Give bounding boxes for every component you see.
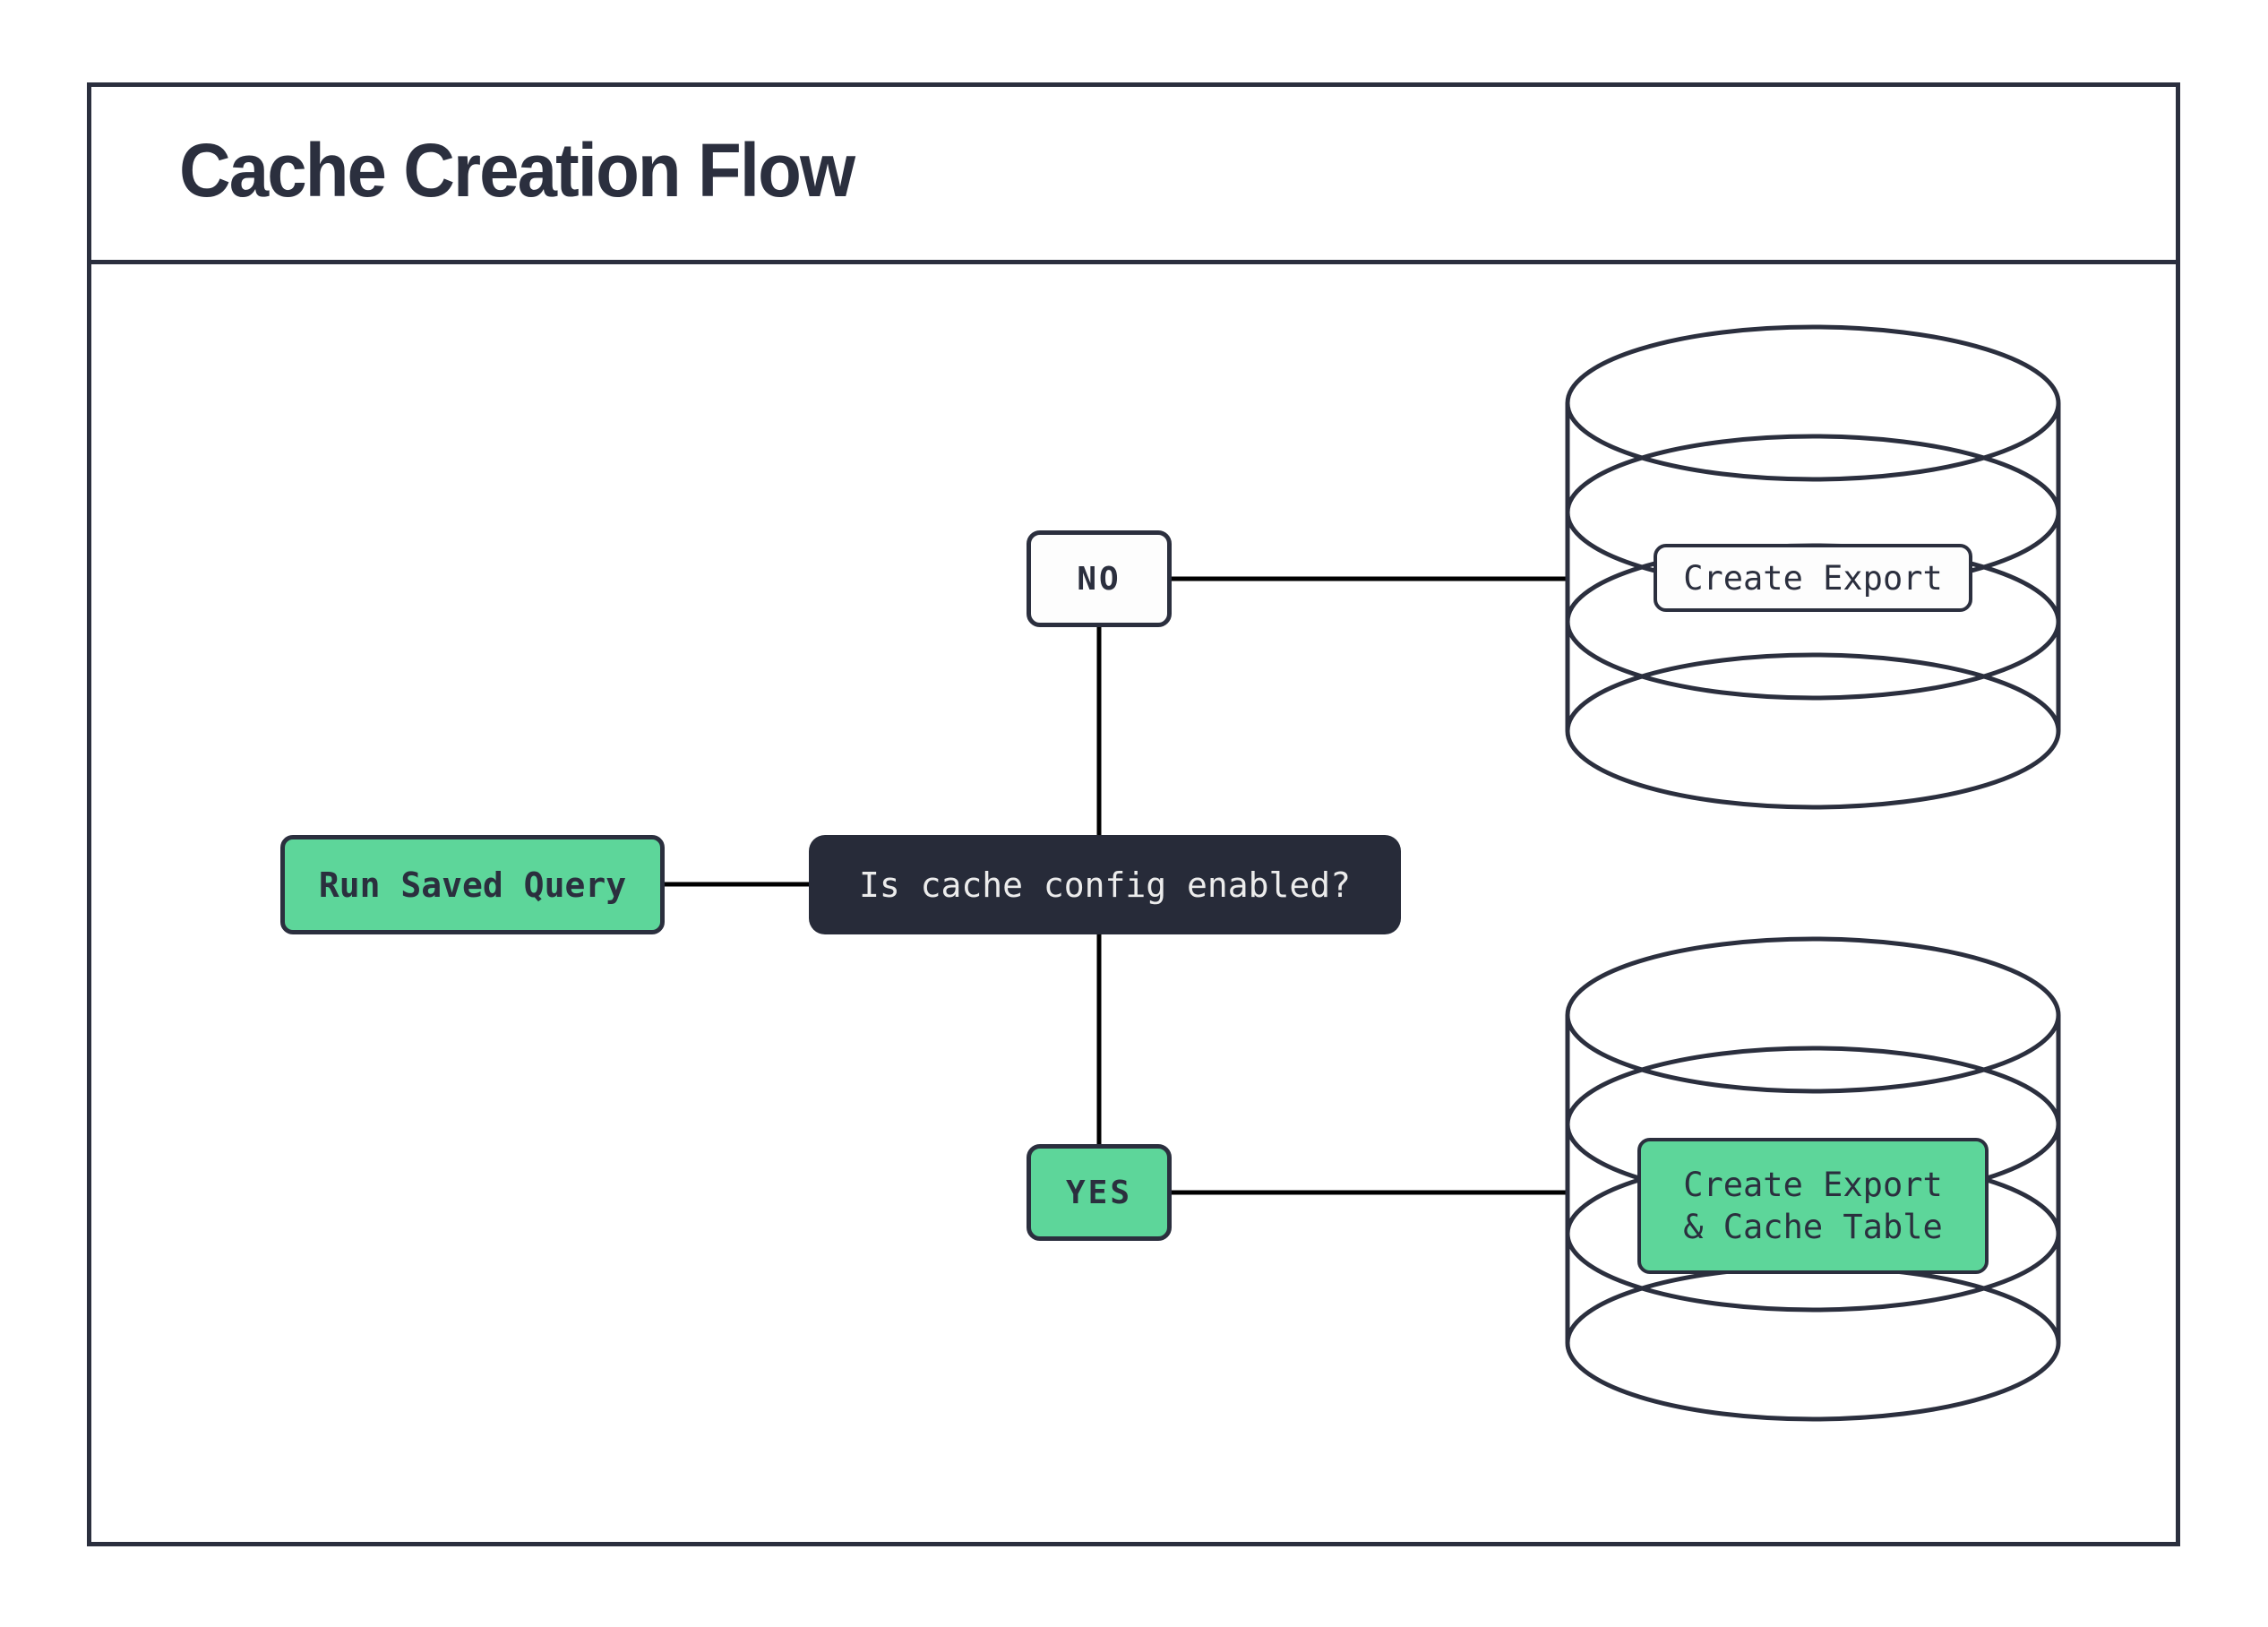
- yes-branch-node: YES: [1027, 1144, 1172, 1241]
- header-divider: [87, 260, 2180, 264]
- create-export-label-text: Create Export: [1683, 558, 1943, 598]
- start-node-label: Run Saved Query: [318, 865, 627, 905]
- yes-branch-label: YES: [1065, 1174, 1133, 1211]
- connector-lines: [665, 576, 1569, 1195]
- create-export-label: Create Export: [1654, 544, 1972, 612]
- database-icon-upper: [1565, 324, 2061, 810]
- decision-node: Is cache config enabled?: [809, 835, 1401, 934]
- decision-node-label: Is cache config enabled?: [858, 865, 1352, 905]
- no-branch-label: NO: [1077, 560, 1121, 598]
- create-export-cache-table-line1: Create Export: [1683, 1166, 1943, 1204]
- start-node: Run Saved Query: [280, 835, 665, 934]
- create-export-cache-table-label: Create Export & Cache Table: [1637, 1138, 1989, 1274]
- page-title: Cache Creation Flow: [179, 128, 855, 212]
- create-export-cache-table-line2: & Cache Table: [1683, 1208, 1943, 1246]
- no-branch-node: NO: [1027, 530, 1172, 627]
